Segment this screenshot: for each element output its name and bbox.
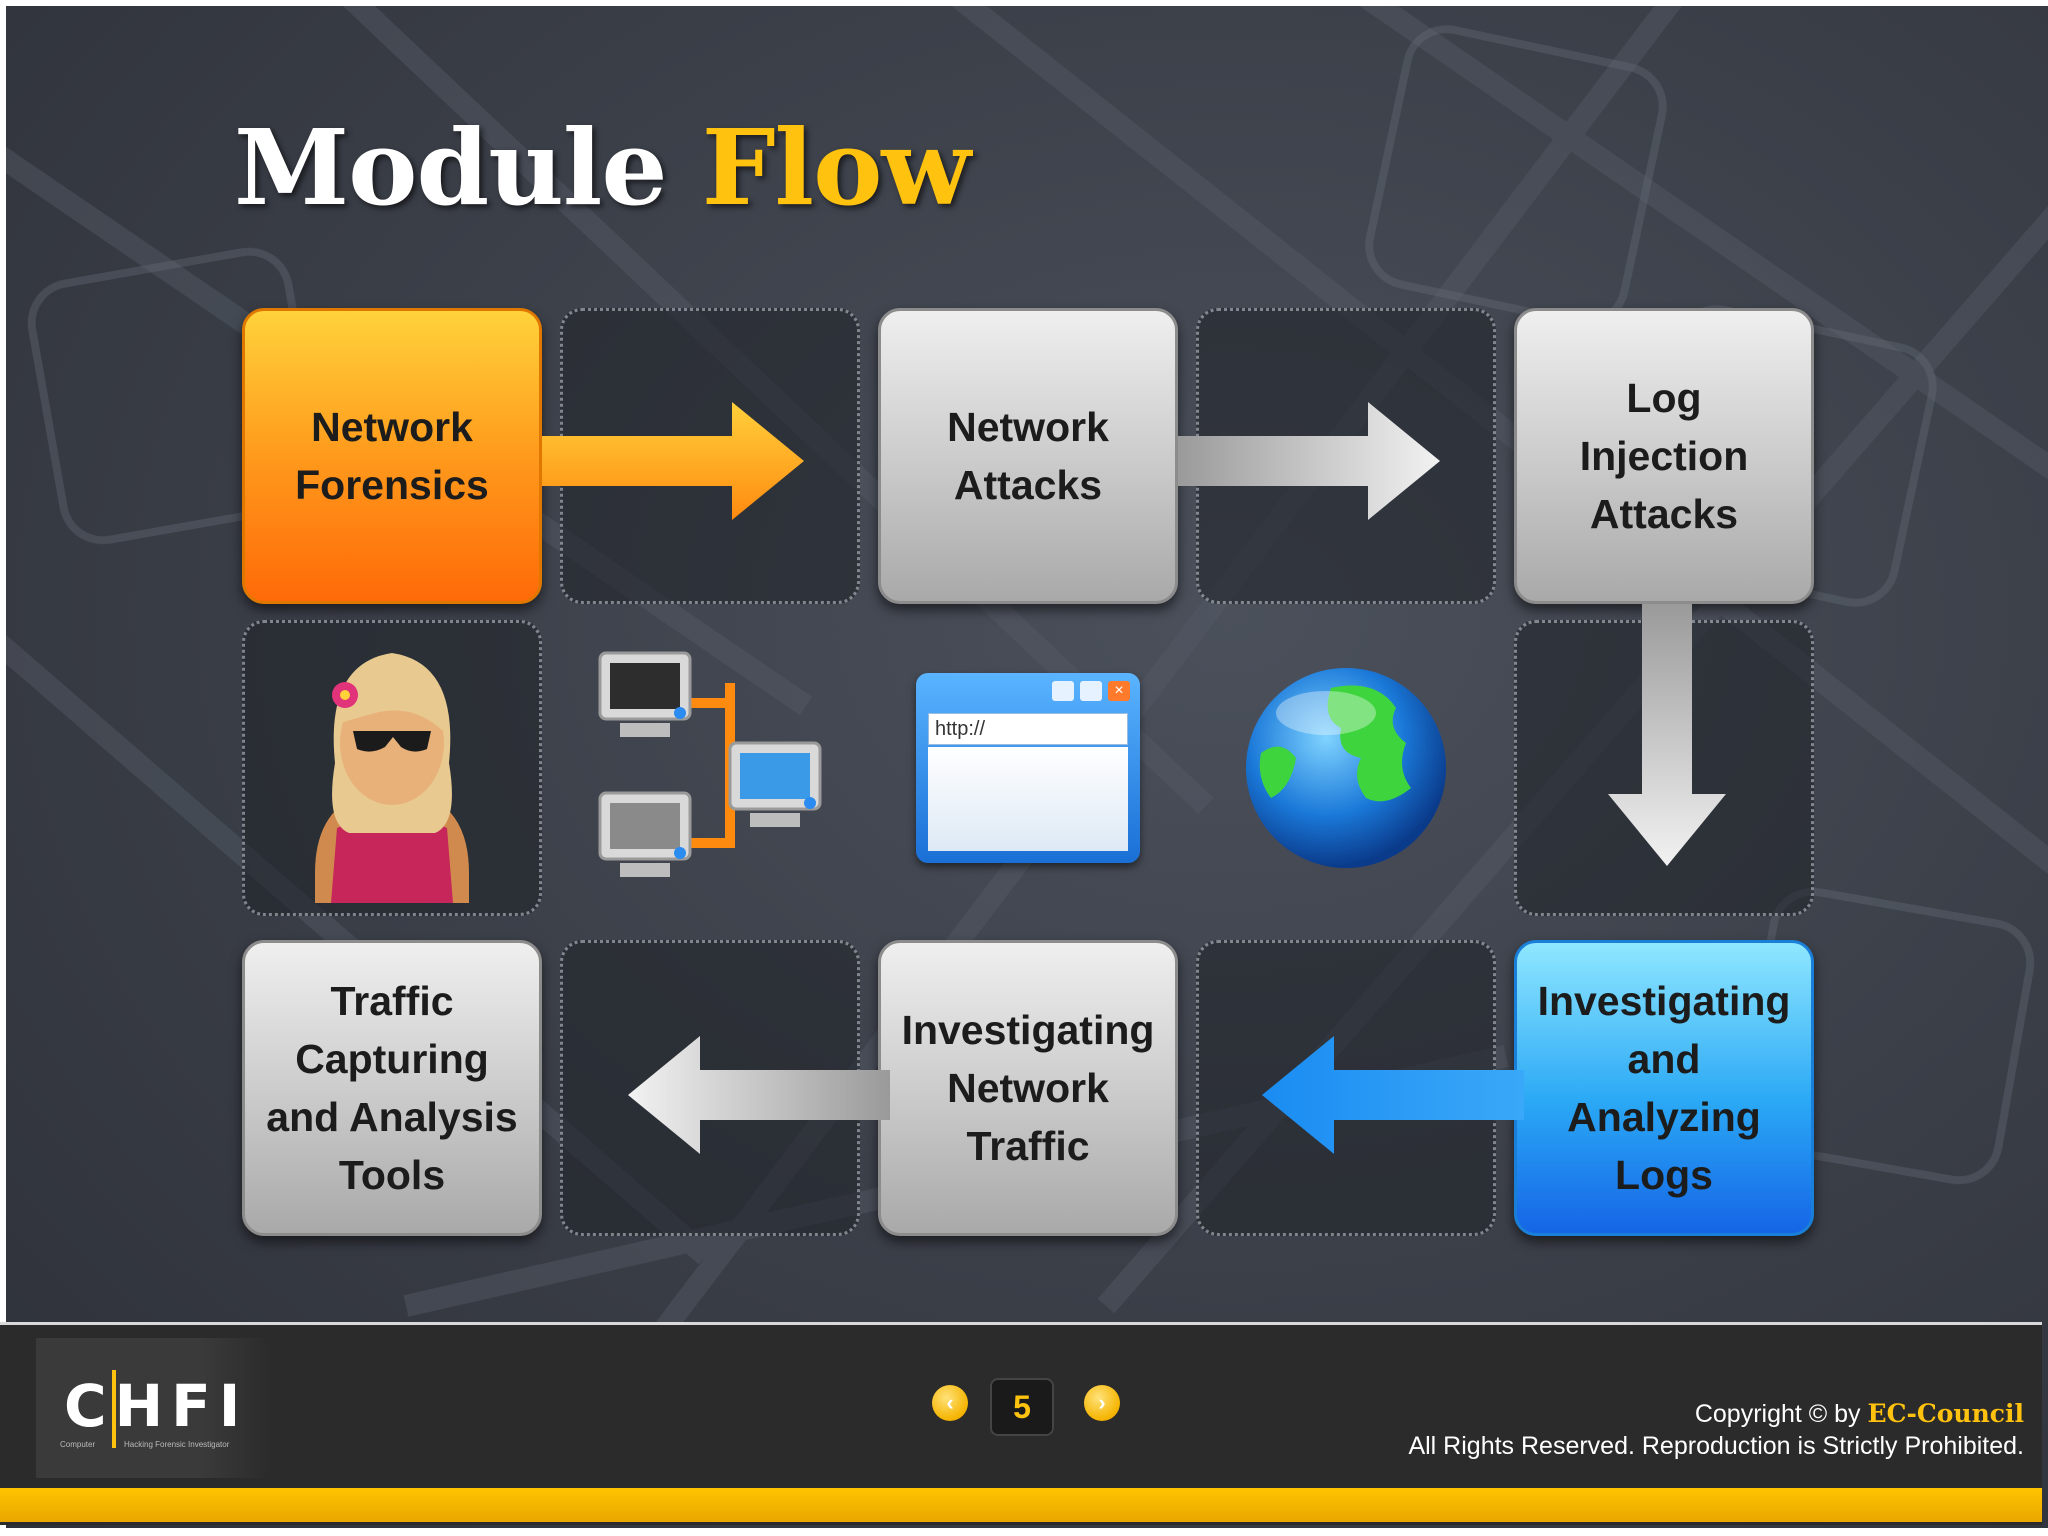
copyright-line2: All Rights Reserved. Reproduction is Str… [1408, 1432, 2024, 1460]
title-main: Module [234, 106, 667, 229]
grid-cell-globe [1196, 620, 1496, 916]
module-label: Investigating Network Traffic [901, 1007, 1155, 1169]
slide: Module Flow Network Forensics Network At… [6, 6, 2048, 1528]
grid-cell-network [560, 620, 860, 916]
module-network-forensics[interactable]: Network Forensics [242, 308, 542, 604]
logo-divider [112, 1370, 116, 1448]
arrow-down-gray-icon [1608, 604, 1726, 866]
logo-panel [36, 1338, 272, 1478]
browser-window-icon: × http:// [916, 673, 1140, 863]
chfi-logo: CHFI [64, 1372, 249, 1440]
globe-icon [1246, 668, 1446, 868]
module-label: Traffic Capturing and Analysis Tools [266, 978, 518, 1198]
grid-cell-browser: × http:// [878, 620, 1178, 916]
logo-subtitle-left: Computer [60, 1440, 96, 1449]
next-arrow-icon: › [1098, 1390, 1106, 1415]
module-log-injection-attacks[interactable]: Log Injection Attacks [1514, 308, 1814, 604]
module-traffic-capturing-tools[interactable]: Traffic Capturing and Analysis Tools [242, 940, 542, 1236]
arrow-right-gray-icon [1178, 402, 1440, 520]
footer-gold-strip [0, 1488, 2042, 1522]
copyright-line1: Copyright © by [1694, 1400, 1861, 1428]
module-label: Log Injection Attacks [1579, 375, 1749, 537]
page-title: Module Flow [234, 106, 971, 229]
module-label: Network Forensics [295, 404, 489, 508]
page-number: 5 [990, 1378, 1054, 1436]
copyright-notice: Copyright © by EC-Council All Rights Res… [1408, 1398, 2024, 1462]
prev-arrow-icon: ‹ [946, 1390, 954, 1415]
logo-subtitle-right: Hacking Forensic Investigator [124, 1440, 230, 1449]
arrow-right-orange-icon [542, 402, 804, 520]
network-computers-icon [598, 651, 822, 877]
url-bar: http:// [928, 713, 1128, 745]
prev-slide-button[interactable]: ‹ [932, 1385, 968, 1421]
arrow-left-gray-icon [628, 1036, 890, 1154]
person-icon [315, 653, 469, 903]
module-investigating-analyzing-logs[interactable]: Investigating and Analyzing Logs [1514, 940, 1814, 1236]
module-investigating-network-traffic[interactable]: Investigating Network Traffic [878, 940, 1178, 1236]
module-network-attacks[interactable]: Network Attacks [878, 308, 1178, 604]
grid-cell-person [242, 620, 542, 916]
arrow-left-blue-icon [1262, 1036, 1524, 1154]
module-label: Network Attacks [947, 404, 1109, 508]
module-label: Investigating and Analyzing Logs [1537, 978, 1791, 1198]
next-slide-button[interactable]: › [1084, 1385, 1120, 1421]
title-accent: Flow [701, 106, 971, 229]
ec-council-brand: EC-Council [1867, 1399, 2024, 1428]
